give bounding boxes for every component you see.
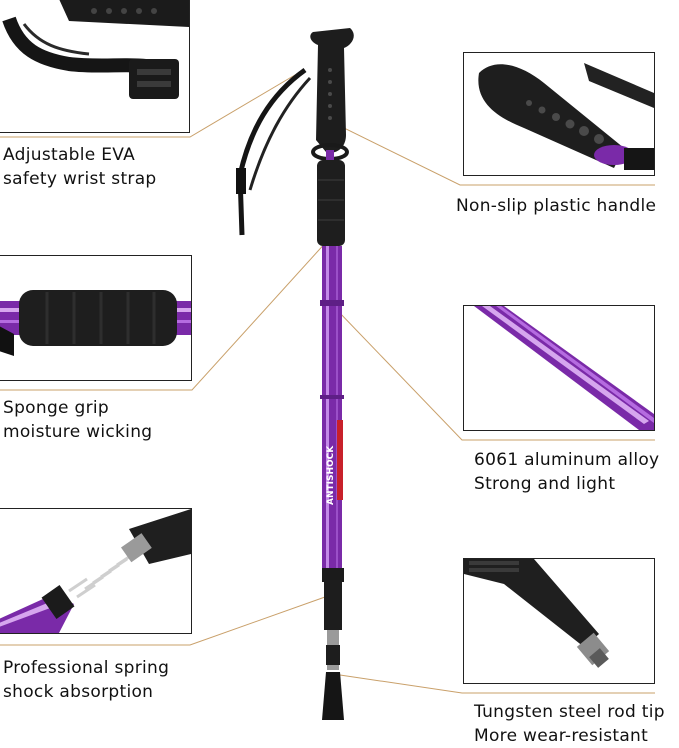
tip-caption-line1: Tungsten steel rod tip [474,702,665,722]
alloy-detail-panel: ··· [463,305,655,431]
spring-caption-line1: Professional spring [3,658,170,678]
alloy-caption-line1: 6061 aluminum alloy [474,450,660,470]
handle-illustration [478,63,654,170]
alloy-caption: 6061 aluminum alloy Strong and light [474,448,659,496]
leader-handle [339,125,655,186]
pole-tip [322,672,344,720]
alloy-caption-line2: Strong and light [474,474,616,494]
sponge-caption-line2: moisture wicking [3,422,153,442]
leader-spring [0,596,326,646]
spring-caption: Professional spring shock absorption [3,656,169,704]
tip-detail-panel [463,558,655,684]
wrist-strap-illustration [2,0,189,99]
leader-wrist-strap [0,71,301,138]
sponge-caption-line1: Sponge grip [3,398,110,418]
handle-caption-line1: Non-slip plastic handle [456,196,657,216]
sponge-grip-illustration [0,290,191,356]
pole-brand-label: ANTISHOCK [326,445,336,505]
tip-caption-line2: More wear-resistant [474,726,649,746]
wrist-strap-caption: Adjustable EVA safety wrist strap [3,143,157,191]
leader-sponge [0,239,329,391]
svg-text:···: ··· [583,391,593,401]
spring-caption-line2: shock absorption [3,682,154,702]
pole-sponge-grip [317,160,345,246]
alloy-tube-illustration: ··· [474,306,654,430]
sponge-grip-detail-panel [0,255,192,381]
leader-alloy [336,309,655,441]
handle-detail-panel [463,52,655,176]
spring-detail-panel [0,508,192,634]
pole-shaft [322,246,342,568]
tip-caption: Tungsten steel rod tip More wear-resista… [474,700,665,748]
tip-illustration [464,559,610,668]
sponge-caption: Sponge grip moisture wicking [3,396,152,444]
handle-caption: Non-slip plastic handle [456,194,656,218]
pole-lower-grip [324,580,342,630]
wrist-strap-detail-panel [0,0,190,133]
spring-illustration [0,509,191,633]
wrist-strap-caption-line1: Adjustable EVA [3,145,136,165]
wrist-strap-caption-line2: safety wrist strap [3,169,157,189]
pole-handle [310,28,354,153]
leader-tip [339,674,655,694]
